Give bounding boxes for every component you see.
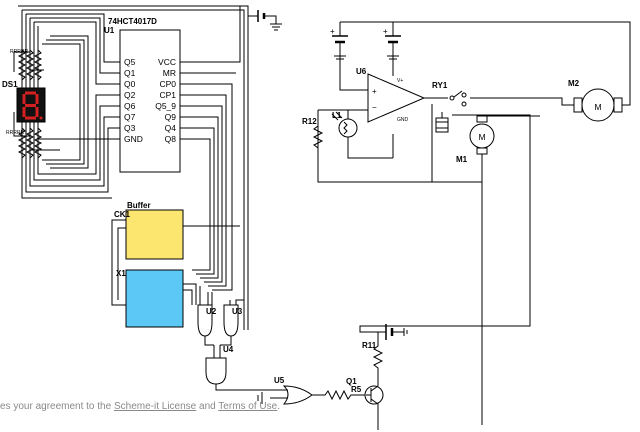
gate-u3: U3 [223,304,243,337]
motor-m2: M M2 [568,79,623,122]
relay-ry1: RY1 [432,81,467,133]
photoresistor-l1: L1 [331,110,393,159]
u1-part-label: 74HCT4017D [108,17,157,26]
u1-pin-label: Q0 [124,79,136,89]
transistor-battery [359,114,531,340]
u1-pin-label: Q5 [124,57,136,67]
resistor-r5: R5 [312,385,366,401]
seven-segment-display: DS1 [2,80,46,123]
resistor-network-bottom: RRRRR [6,127,43,159]
resistor-network-top: RRRRR [10,49,43,81]
u1-pin-label: GND [124,134,143,144]
u3-label: U3 [232,307,243,316]
u2-label: U2 [206,307,217,316]
right-battery-1: + [330,27,348,60]
motor-m1: M M1 [456,115,495,164]
counter-battery [247,6,282,31]
resistor-network-bottom-label: RRRRR [6,130,24,136]
u1-pin-label: MR [163,68,176,78]
u1-pin-label: Q4 [165,123,177,133]
buffer-label: Buffer [127,201,151,210]
u1-pin-label: Q2 [124,90,136,100]
resistor-r12: R12 [302,117,324,149]
scheme-it-license-link[interactable]: Scheme-it License [113,401,197,412]
footer-prefix: es your agreement to the [0,401,114,412]
u1-ref-label: U1 [104,26,115,35]
transistor-q1: Q1 [346,376,384,430]
right-wiring [317,21,631,425]
ck1-label: CK1 [114,210,131,219]
u1-pin-label: Q3 [124,123,136,133]
r5-label: R5 [351,385,362,394]
svg-text:+: + [372,87,377,96]
u1-pin-label: Q9 [165,112,177,122]
vplus-label: V+ [397,78,403,84]
x1-label: X1 [116,269,126,278]
svg-text:+: + [383,27,388,36]
u1-pin-label: Q1 [124,68,136,78]
footer-middle: and [196,401,219,412]
u1-left-pins: Q5 Q1 Q0 Q2 Q6 Q7 Q3 GND [124,57,143,144]
u1-right-pins: VCC MR CP0 CP1 Q5_9 Q9 Q4 Q8 [155,57,176,144]
u1-pin-label: CP1 [159,90,176,100]
license-footer: es your agreement to the Scheme-it Licen… [0,401,280,412]
buffer-block: Buffer CK1 [114,201,184,260]
u1-pin-label: Q8 [165,134,177,144]
svg-text:+: + [330,27,335,36]
u1-pin-label: CP0 [159,79,176,89]
segment-digit [22,91,39,120]
u6-label: U6 [356,67,367,76]
r11-label: R11 [362,341,377,350]
l1-label: L1 [332,111,342,120]
m1-label: M1 [456,155,468,164]
gate-u2: U2 [197,304,217,337]
m2-label: M2 [568,79,580,88]
u1-ic: 74HCT4017D U1 Q5 Q1 Q0 Q2 Q6 Q7 Q3 GND V… [104,17,181,173]
q1-label: Q1 [346,377,357,386]
footer-suffix: . [277,401,280,412]
u1-pin-label: Q5_9 [155,101,176,111]
u1-pin-label: Q6 [124,101,136,111]
ds1-label: DS1 [2,80,18,89]
resistor-r11: R11 [362,340,384,376]
gnd-label: GND [397,117,409,123]
ry1-label: RY1 [432,81,448,90]
m2-symbol: M [594,102,601,112]
resistor-network-top-label: RRRRR [10,49,28,55]
right-battery-2: + [383,27,401,60]
m1-symbol: M [478,132,485,142]
u1-pin-label: VCC [158,57,176,67]
svg-text:−: − [372,103,377,112]
opamp-u6: + − V+ GND U6 [356,67,426,123]
u4-label: U4 [223,345,234,354]
u1-pin-label: Q7 [124,112,136,122]
gate-u5: U5 [215,376,313,405]
x1-block: X1 [116,269,184,328]
gate-u4: U4 [204,336,234,385]
terms-of-use-link[interactable]: Terms of Use [218,401,278,412]
r12-label: R12 [302,117,317,126]
u5-label: U5 [274,376,285,385]
